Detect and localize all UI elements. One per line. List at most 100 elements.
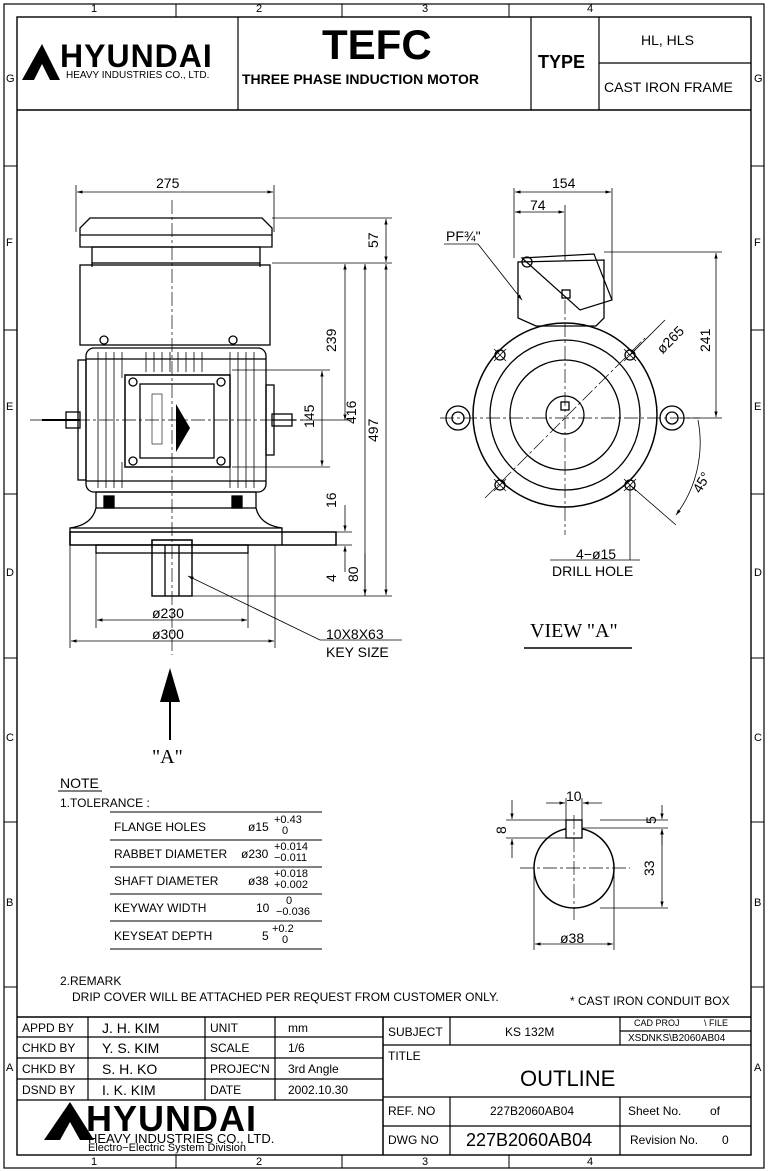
sheet-of-label: of	[710, 1104, 721, 1118]
approval-name: S. H. KO	[102, 1061, 158, 1077]
dim-80: 80	[345, 566, 361, 582]
dim-16: 16	[323, 492, 339, 508]
grid-col-2-bottom: 2	[256, 1156, 263, 1168]
tolerance-upper: +0.2	[272, 923, 294, 935]
header-frame	[17, 17, 751, 111]
dim-416: 416	[343, 400, 359, 424]
header-frame-material: CAST IRON FRAME	[604, 79, 733, 95]
header-type-label: TYPE	[538, 52, 586, 72]
tolerance-item: FLANGE HOLES	[114, 820, 207, 834]
subject-label: SUBJECT	[388, 1025, 443, 1039]
grid-row-d-right: D	[754, 567, 762, 579]
shaft-dim-8: 8	[493, 826, 509, 834]
conduit-note: * CAST IRON CONDUIT BOX	[570, 994, 730, 1008]
title-block-frame	[17, 1016, 751, 1155]
notes-heading: NOTE	[60, 775, 99, 791]
ref-no-label: REF. NO	[388, 1104, 436, 1118]
tolerance-nominal: ø38	[248, 874, 269, 888]
view-a-title: VIEW "A"	[530, 620, 618, 642]
tolerance-heading: 1.TOLERANCE :	[60, 796, 150, 810]
approval-role: APPD BY	[22, 1021, 75, 1035]
approval-field: DATE	[210, 1083, 242, 1097]
shaft-dim-10: 10	[566, 788, 582, 804]
grid-row-a-right: A	[754, 1062, 762, 1074]
tolerance-item: SHAFT DIAMETER	[114, 874, 219, 888]
footer-division: Electro−Electric System Division	[88, 1142, 247, 1154]
header-subtitle: THREE PHASE INDUCTION MOTOR	[242, 71, 479, 87]
grid-row-g-right: G	[754, 73, 763, 85]
tolerance-item: RABBET DIAMETER	[114, 847, 228, 861]
header-logo-mark	[22, 44, 60, 80]
tolerance-item: KEYWAY WIDTH	[114, 901, 207, 915]
tolerance-nominal: ø230	[241, 847, 269, 861]
grid-row-f-left: F	[6, 237, 13, 249]
dim-pf: PF¾"	[446, 228, 481, 244]
grid-row-g-left: G	[6, 73, 15, 85]
grid-col-1-top: 1	[91, 3, 98, 15]
tolerance-upper: +0.014	[274, 841, 308, 853]
view-a-center-lines	[440, 300, 700, 535]
title-label: TITLE	[388, 1049, 421, 1063]
dim-4: 4	[323, 574, 339, 582]
subject-value: KS 132M	[505, 1025, 555, 1039]
grid-col-1-bottom: 1	[91, 1156, 98, 1168]
grid-row-c-left: C	[6, 732, 14, 744]
dim-145: 145	[301, 404, 317, 428]
grid-row-f-right: F	[754, 237, 761, 249]
grid-row-e-right: E	[754, 401, 762, 413]
tolerance-lower: +0.002	[274, 879, 308, 891]
shaft-dim-33: 33	[641, 860, 657, 876]
grid-col-4-top: 4	[587, 3, 594, 15]
tolerance-item: KEYSEAT DEPTH	[114, 929, 213, 943]
remark-heading: 2.REMARK	[60, 974, 122, 988]
dim-57: 57	[365, 232, 381, 248]
dim-dia230: ø230	[152, 605, 184, 621]
motor-front-view	[42, 217, 337, 597]
drill-holes: 4−ø15	[576, 546, 617, 562]
approval-value: 2002.10.30	[288, 1083, 349, 1097]
tolerance-upper: +0.43	[274, 814, 302, 826]
grid-row-d-left: D	[6, 567, 14, 579]
cad-path: XSDNKS\B2060AB04	[628, 1033, 726, 1044]
dim-154: 154	[552, 175, 576, 191]
approval-value: 3rd Angle	[288, 1062, 339, 1076]
approval-name: Y. S. KIM	[102, 1040, 160, 1056]
approval-name: I. K. KIM	[102, 1082, 156, 1098]
tolerance-upper: 0	[286, 895, 293, 907]
tolerance-nominal: 10	[256, 901, 270, 915]
grid-col-3-top: 3	[422, 3, 429, 15]
approval-value: 1/6	[288, 1041, 305, 1055]
approval-name: J. H. KIM	[102, 1020, 160, 1036]
front-dimensions	[69, 185, 402, 648]
drill-hole-label: DRILL HOLE	[552, 563, 634, 579]
grid-col-2-top: 2	[256, 3, 263, 15]
dim-74: 74	[530, 197, 546, 213]
approval-role: CHKD BY	[22, 1041, 76, 1055]
grid-row-b-left: B	[6, 897, 14, 909]
approval-role: CHKD BY	[22, 1062, 76, 1076]
tolerance-lower: −0.036	[276, 906, 310, 918]
dwg-no-value: 227B2060AB04	[466, 1130, 593, 1150]
remark-text: DRIP COVER WILL BE ATTACHED PER REQUEST …	[72, 990, 499, 1004]
front-center-lines	[30, 200, 310, 655]
grid-row-e-left: E	[6, 401, 14, 413]
approval-role: DSND BY	[22, 1083, 76, 1097]
tolerance-upper: +0.018	[274, 868, 308, 880]
cad-proj-label: CAD PROJ	[634, 1018, 680, 1028]
key-size-label: KEY SIZE	[326, 644, 389, 660]
approval-field: PROJEC'N	[210, 1062, 270, 1076]
header-company-sub: HEAVY INDUSTRIES CO., LTD.	[66, 70, 210, 81]
dim-239: 239	[323, 328, 339, 352]
shaft-center-lines	[520, 815, 630, 920]
ref-no-value: 227B2060AB04	[490, 1104, 575, 1118]
tolerance-lower: −0.011	[274, 852, 308, 864]
grid-row-a-left: A	[6, 1062, 14, 1074]
dwg-no-label: DWG NO	[388, 1133, 439, 1147]
footer-company-logo: HYUNDAI	[86, 1098, 258, 1139]
revision-value: 0	[722, 1133, 729, 1147]
header-type-value: HL, HLS	[641, 32, 694, 48]
header-company-logo: HYUNDAI	[60, 38, 213, 74]
grid-col-4-bottom: 4	[587, 1156, 594, 1168]
shaft-dim-5: 5	[643, 816, 659, 824]
